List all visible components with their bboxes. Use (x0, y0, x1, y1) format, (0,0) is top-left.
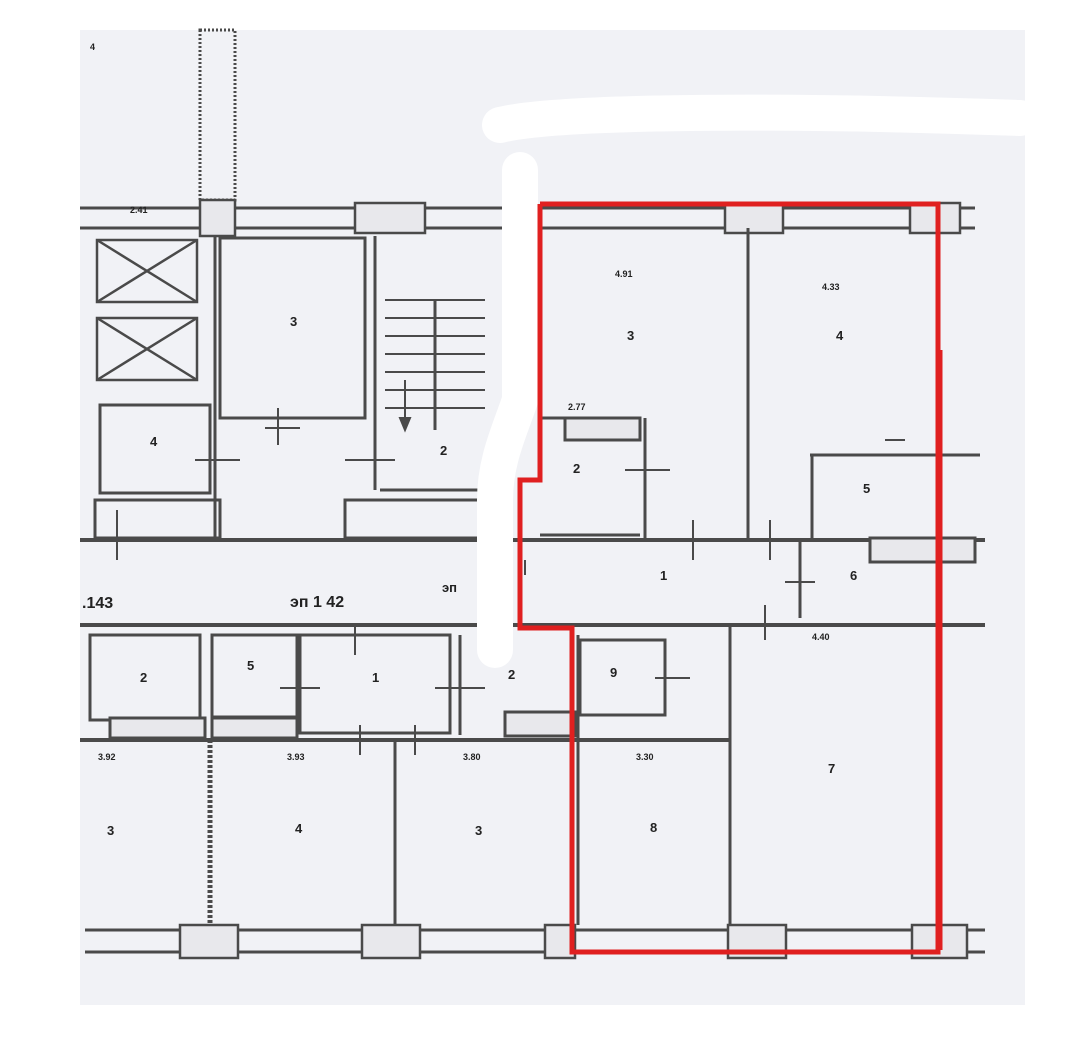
room-4-left: 4 (150, 434, 158, 449)
paper-background (80, 30, 1025, 1005)
dim-2.41: 2.41 (130, 205, 148, 215)
corridor-label-left: .143 (82, 595, 113, 612)
room-6-upper: 6 (850, 568, 857, 583)
room-7-lower: 7 (828, 761, 835, 776)
room-1-lower: 1 (372, 670, 379, 685)
upper-right-walls (540, 228, 980, 618)
corridor-label-mid: эп 1 42 (290, 594, 344, 611)
dim-4.91: 4.91 (615, 269, 633, 279)
room-9-lower: 9 (610, 665, 617, 680)
dim-3.92: 3.92 (98, 752, 116, 762)
room-4-upper: 4 (836, 328, 844, 343)
dim-3.80: 3.80 (463, 752, 481, 762)
room-2-stair: 2 (440, 443, 447, 458)
top-label: 4 (90, 42, 95, 52)
room-4-lower: 4 (295, 821, 303, 836)
lower-block-walls (88, 625, 732, 925)
room-3-left: 3 (290, 314, 297, 329)
door-marks (116, 408, 905, 755)
room-1-upper: 1 (660, 568, 667, 583)
room-8-lower: 8 (650, 820, 657, 835)
room-3-lower-left: 3 (107, 823, 114, 838)
room-2-lower-left: 2 (140, 670, 147, 685)
room-5-lower: 5 (247, 658, 254, 673)
room-5-upper: 5 (863, 481, 870, 496)
room-3-upper: 3 (627, 328, 634, 343)
room-2-upper: 2 (573, 461, 580, 476)
staircase (380, 299, 500, 492)
room-3-lower: 3 (475, 823, 482, 838)
elevator-shafts (95, 238, 199, 382)
room-2-lower: 2 (508, 667, 515, 682)
columns (178, 198, 969, 960)
shaft (198, 28, 237, 202)
dim-4.40: 4.40 (812, 632, 830, 642)
dim-3.30: 3.30 (636, 752, 654, 762)
redaction-strokes (477, 94, 1038, 668)
dim-2.77: 2.77 (568, 402, 586, 412)
dim-3.93: 3.93 (287, 752, 305, 762)
dim-4.33: 4.33 (822, 282, 840, 292)
corridor-label-small: эп (442, 580, 457, 595)
